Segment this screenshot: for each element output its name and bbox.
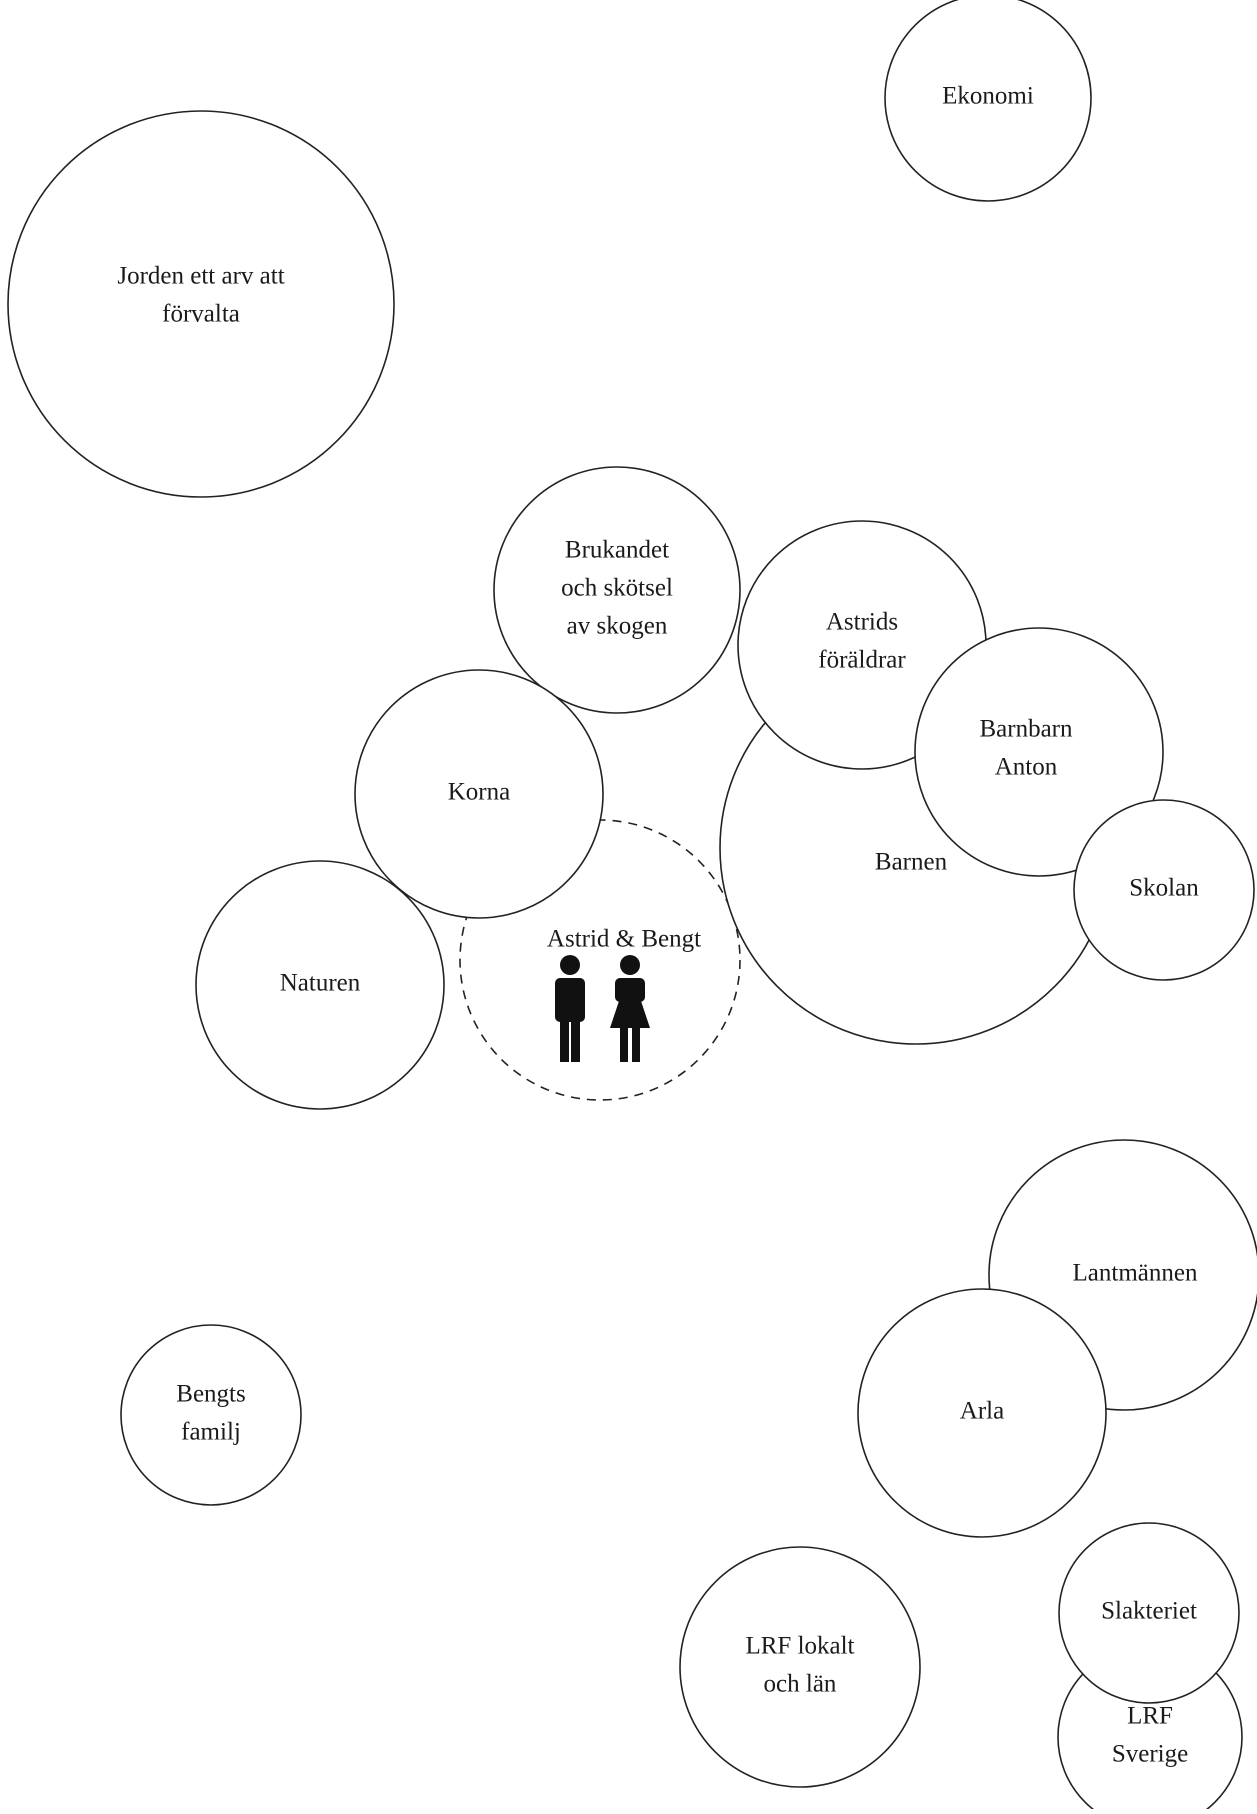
node-circle <box>857 1288 1107 1538</box>
node-arla: Arla <box>857 1288 1107 1538</box>
node-lrf-lokalt: LRF lokalt och län <box>679 1546 921 1788</box>
node-label: Bengts <box>176 1381 245 1408</box>
node-circle <box>1073 799 1255 981</box>
node-label: föräldrar <box>818 647 906 674</box>
node-label: Slakteriet <box>1101 1598 1197 1625</box>
node-label: Sverige <box>1112 1741 1188 1768</box>
node-label: Ekonomi <box>942 83 1034 110</box>
node-naturen: Naturen <box>195 860 445 1110</box>
node-label: Lantmännen <box>1073 1260 1198 1287</box>
node-label: och län <box>764 1671 837 1698</box>
node-label: och skötsel <box>561 575 673 602</box>
node-label: Jorden ett arv att <box>117 263 284 290</box>
node-label: Barnbarn <box>979 716 1073 743</box>
node-label: LRF <box>1127 1703 1173 1730</box>
node-label: Korna <box>448 779 510 806</box>
node-circle <box>195 860 445 1110</box>
man-icon <box>555 955 585 1062</box>
node-bengts-familj: Bengts familj <box>120 1324 302 1506</box>
node-circle <box>493 466 741 714</box>
center-label: Astrid & Bengt <box>547 926 701 953</box>
node-circle <box>884 0 1092 202</box>
node-label: Naturen <box>280 970 361 997</box>
node-label: Arla <box>960 1398 1004 1425</box>
node-circle <box>354 669 604 919</box>
node-korna: Korna <box>354 669 604 919</box>
node-circle <box>1058 1522 1240 1704</box>
node-slakteriet: Slakteriet <box>1058 1522 1240 1704</box>
node-label: förvalta <box>162 301 240 328</box>
node-ekonomi: Ekonomi <box>884 0 1092 202</box>
node-label: Brukandet <box>565 537 669 564</box>
woman-icon <box>610 955 650 1062</box>
node-skolan: Skolan <box>1073 799 1255 981</box>
node-jorden: Jorden ett arv att förvalta <box>7 110 395 498</box>
node-label: Barnen <box>875 849 948 876</box>
node-label: LRF lokalt <box>745 1633 854 1660</box>
node-label: Anton <box>995 754 1058 781</box>
node-brukandet: Brukandet och skötsel av skogen <box>493 466 741 714</box>
node-circle <box>914 627 1164 877</box>
node-label: Astrids <box>826 609 898 636</box>
node-circle <box>120 1324 302 1506</box>
node-label: familj <box>181 1419 241 1446</box>
node-label: av skogen <box>567 613 668 640</box>
node-circle <box>7 110 395 498</box>
node-circle <box>679 1546 921 1788</box>
node-label: Skolan <box>1129 875 1199 902</box>
